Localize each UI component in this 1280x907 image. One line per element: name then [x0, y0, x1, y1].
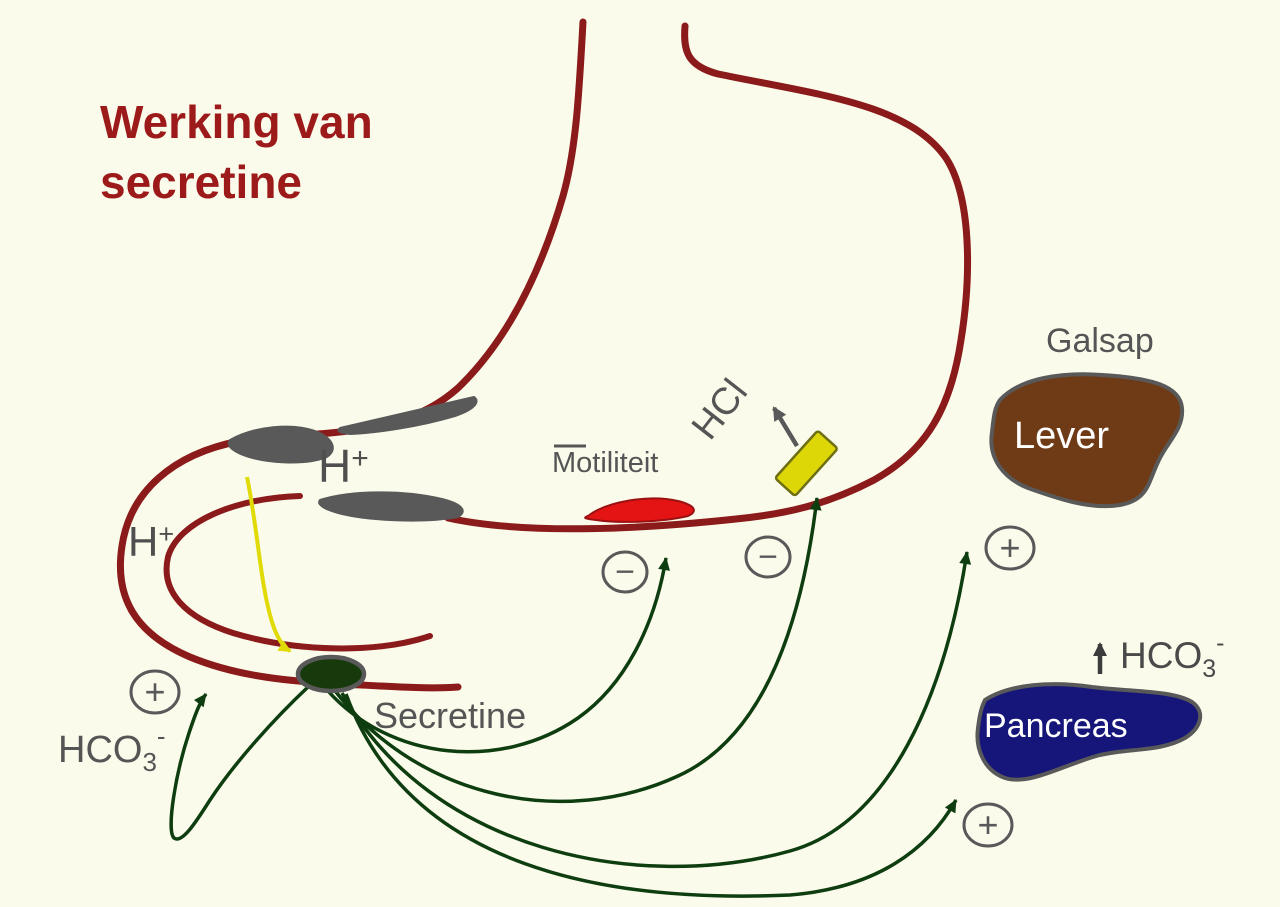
hco3-sup: -: [157, 721, 166, 751]
minus-badge-motility: −: [601, 550, 649, 594]
pancreas-shape: [975, 682, 1203, 782]
arrow-secretine-to-hcl: [334, 497, 822, 804]
hco3-sup: -: [1216, 629, 1224, 657]
minus-badge-hcl: −: [744, 535, 792, 579]
pyloric-fold-lower: [318, 491, 464, 522]
motiliteit-label: Motiliteit: [552, 447, 658, 479]
arrow-secretine-to-motility: [326, 557, 670, 754]
plus-sign: +: [144, 671, 165, 712]
plus-badge-pancreas: +: [962, 802, 1014, 848]
hco3-base: HCO: [1120, 635, 1202, 676]
hco3-label-duodenum: HCO3-: [58, 721, 166, 777]
pyloric-fold-upper-left: [227, 425, 334, 464]
minus-sign: −: [615, 553, 635, 591]
hco3-base: HCO: [58, 729, 142, 771]
h-plus-label-antrum: H+: [318, 440, 369, 492]
arrow-secretine-to-pancreas: [344, 693, 958, 898]
galsap-label: Galsap: [1046, 322, 1154, 360]
page-title-line1: Werking van: [100, 96, 373, 148]
secretine-cell-shape: [295, 654, 367, 694]
stomach-greater-curvature: [444, 22, 971, 533]
lever-label: Lever: [1014, 415, 1109, 457]
plus-sign: +: [977, 804, 998, 845]
hcl-cell-block: [774, 430, 838, 497]
motility-muscle-shape: [584, 497, 695, 523]
page-title-line2: secretine: [100, 156, 302, 208]
liver-shape: [989, 372, 1185, 509]
h-plus-base: H: [318, 440, 351, 492]
pancreas-label: Pancreas: [984, 707, 1128, 745]
secretine-label: Secretine: [374, 695, 526, 736]
duodenum-inner-wall: [163, 493, 433, 652]
arrow-secretine-to-hco3-duodenum: [169, 685, 310, 841]
h-plus-sup: +: [351, 442, 369, 475]
hco3-sub: 3: [1202, 655, 1216, 683]
hco3-sub: 3: [142, 747, 156, 777]
h-plus-base: H: [128, 518, 158, 565]
h-plus-label-duodenum: H+: [128, 518, 174, 565]
pyloric-fold-upper-right: [337, 395, 478, 436]
hco3-label-pancreas: HCO3-: [1120, 629, 1224, 683]
minus-sign: −: [758, 538, 778, 576]
hcl-label: HCl: [684, 372, 756, 448]
plus-sign: +: [999, 527, 1020, 568]
h-plus-sup: +: [158, 519, 174, 549]
plus-badge-hco3-duodenum: +: [129, 669, 181, 715]
hcl-secretion-arrow: [772, 406, 799, 448]
h-plus-flow-arrow: [245, 476, 292, 653]
plus-badge-liver: +: [984, 525, 1036, 571]
arrow-secretine-to-liver: [340, 551, 972, 869]
